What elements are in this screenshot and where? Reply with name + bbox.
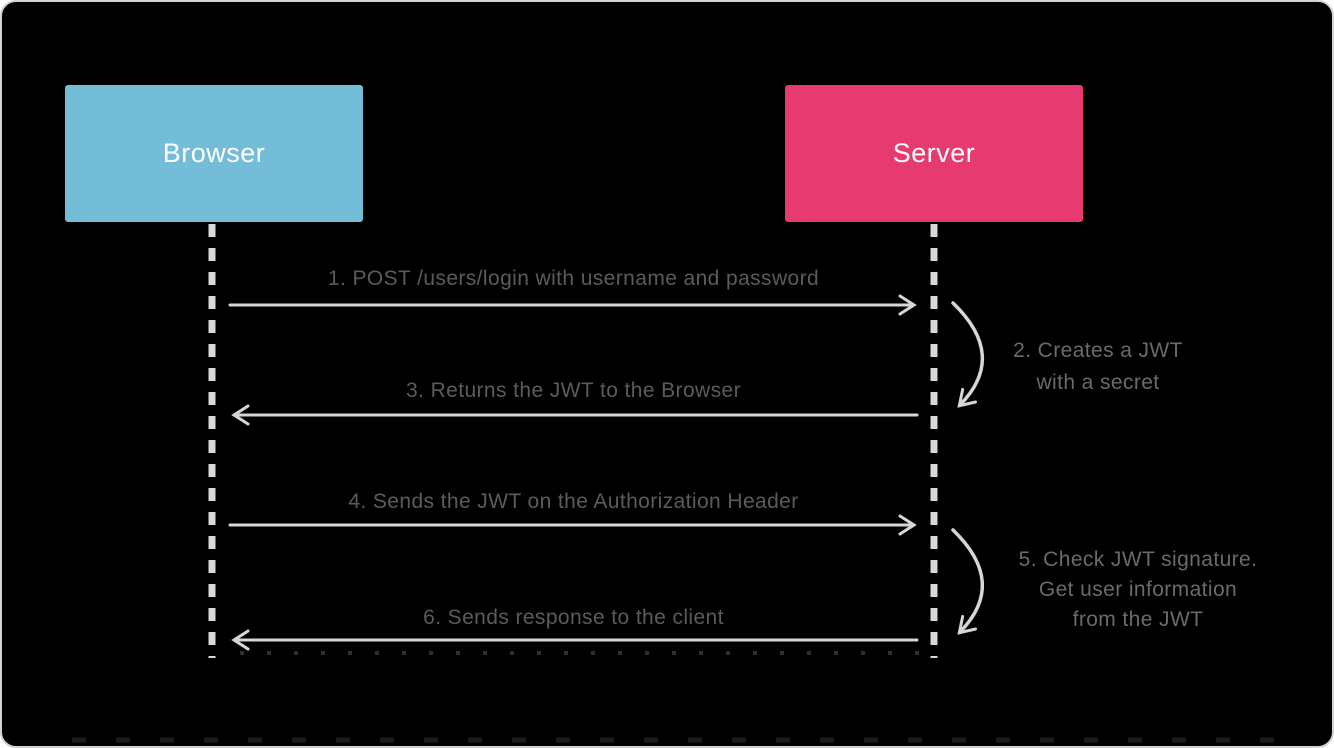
arrow-selfcall-5 [951, 528, 984, 635]
message-label-3: 3. Returns the JWT to the Browser [406, 379, 741, 402]
message-label-6: 6. Sends response to the client [423, 606, 724, 629]
actor-box-browser: Browser [65, 85, 363, 222]
note-line: from the JWT [1072, 608, 1204, 631]
message-label-1: 1. POST /users/login with username and p… [327, 267, 820, 290]
note-line: 2. Creates a JWT [1013, 339, 1183, 362]
note-line: Get user information [1038, 578, 1238, 601]
note-line: 5. Check JWT signature. [1018, 548, 1258, 571]
note-check-jwt: 5. Check JWT signature. Get user informa… [1002, 545, 1274, 635]
message-label-4: 4. Sends the JWT on the Authorization He… [348, 490, 799, 513]
actor-box-server: Server [785, 85, 1083, 222]
actor-label-server: Server [892, 138, 976, 168]
arrow-selfcall-2 [951, 301, 984, 408]
note-create-jwt: 2. Creates a JWT with a secret [987, 335, 1209, 399]
note-line: with a secret [1036, 371, 1160, 394]
actor-label-browser: Browser [162, 138, 266, 168]
